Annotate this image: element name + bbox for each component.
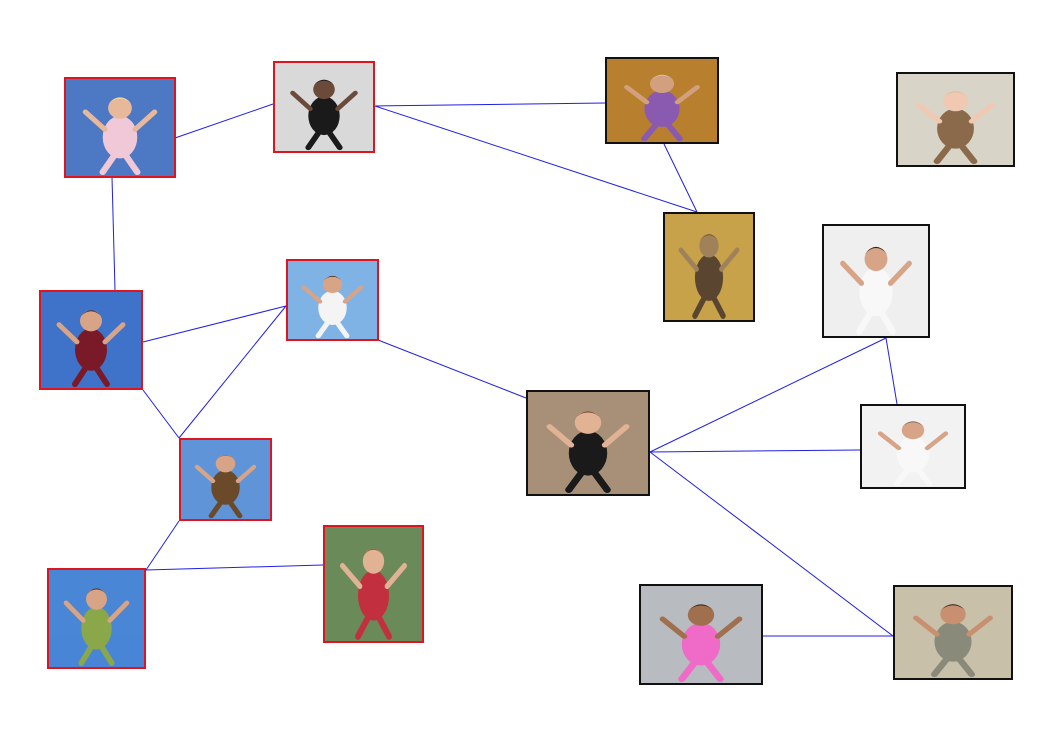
- node-woman-jumping-white: [286, 259, 379, 341]
- edge-cyclist-to-old-man-walking: [663, 143, 698, 213]
- edge-man-jumping-black-to-old-man-walking: [374, 105, 698, 213]
- woman-jumping-photo-icon: [49, 570, 144, 667]
- edge-person-jumping-brown-to-woman-jumping-green: [145, 520, 180, 571]
- edge-man-jumping-black-to-cyclist: [374, 102, 606, 107]
- node-trumpet-player: [526, 390, 650, 496]
- old-man-photo-icon: [665, 214, 753, 320]
- node-girl-jumping-pink: [64, 77, 176, 178]
- node-cyclist: [605, 57, 719, 144]
- woman-reading-photo-icon: [895, 587, 1011, 678]
- edge-trumpet-player-to-bassist: [649, 449, 861, 453]
- edge-girl-jumping-pink-to-man-jumping-black: [174, 103, 274, 139]
- girl-phone-photo-icon: [641, 586, 761, 683]
- node-man-jumping-black: [273, 61, 375, 153]
- bassist-photo-icon: [862, 406, 964, 487]
- node-person-jumping-brown: [179, 438, 272, 521]
- girl-jumping-photo-icon: [66, 79, 174, 176]
- node-old-man-walking: [663, 212, 755, 322]
- cyclist-photo-icon: [607, 59, 717, 142]
- boy-jumping-photo-icon: [325, 527, 422, 641]
- edge-man-jumping-maroon-to-person-jumping-brown: [142, 389, 180, 439]
- node-bassist: [860, 404, 966, 489]
- edge-guitarist-to-bassist: [885, 337, 898, 405]
- edge-woman-jumping-white-to-trumpet-player: [377, 339, 527, 399]
- woman-jumping-photo-icon: [288, 261, 377, 339]
- edge-trumpet-player-to-woman-reading: [649, 451, 894, 637]
- guitarist-photo-icon: [824, 226, 928, 336]
- node-guitarist: [822, 224, 930, 338]
- node-girl-on-phone: [639, 584, 763, 685]
- man-jumping-photo-icon: [41, 292, 141, 388]
- edge-woman-jumping-white-to-person-jumping-brown: [178, 305, 287, 439]
- baby-photo-icon: [898, 74, 1013, 165]
- edge-girl-jumping-pink-to-man-jumping-maroon: [111, 176, 116, 291]
- person-jumping-photo-icon: [181, 440, 270, 519]
- node-woman-jumping-green: [47, 568, 146, 669]
- node-baby: [896, 72, 1015, 167]
- edge-man-jumping-maroon-to-woman-jumping-white: [142, 305, 287, 343]
- node-man-jumping-maroon: [39, 290, 143, 390]
- node-woman-reading: [893, 585, 1013, 680]
- trumpet-player-photo-icon: [528, 392, 648, 494]
- node-boy-jumping-water: [323, 525, 424, 643]
- man-jumping-photo-icon: [275, 63, 373, 151]
- edge-trumpet-player-to-guitarist: [649, 337, 887, 453]
- edge-woman-jumping-green-to-boy-jumping-water: [145, 564, 324, 571]
